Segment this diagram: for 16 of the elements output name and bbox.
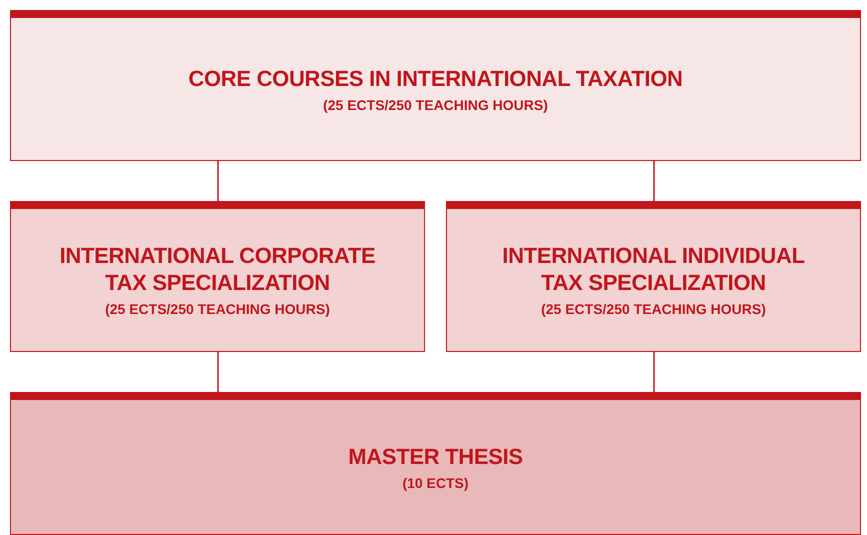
connector-line bbox=[217, 161, 219, 201]
course-credits: (25 ECTS/250 TEACHING HOURS) bbox=[105, 300, 330, 318]
program-box bbox=[10, 392, 861, 535]
course-title: MASTER THESIS bbox=[348, 442, 523, 470]
course-credits: (25 ECTS/250 TEACHING HOURS) bbox=[323, 96, 548, 114]
connector-line bbox=[217, 352, 219, 392]
connector-line bbox=[653, 161, 655, 201]
course-credits: (25 ECTS/250 TEACHING HOURS) bbox=[541, 300, 766, 318]
program-box bbox=[446, 201, 861, 352]
program-box bbox=[10, 201, 425, 352]
program-box bbox=[10, 10, 861, 161]
course-credits: (10 ECTS) bbox=[402, 474, 469, 492]
course-title: CORE COURSES IN INTERNATIONAL TAXATION bbox=[188, 64, 683, 92]
connector-line bbox=[653, 352, 655, 392]
course-title: INTERNATIONAL CORPORATE TAX SPECIALIZATION bbox=[58, 242, 376, 296]
course-title: INTERNATIONAL INDIVIDUAL TAX SPECIALIZATION bbox=[501, 242, 806, 296]
